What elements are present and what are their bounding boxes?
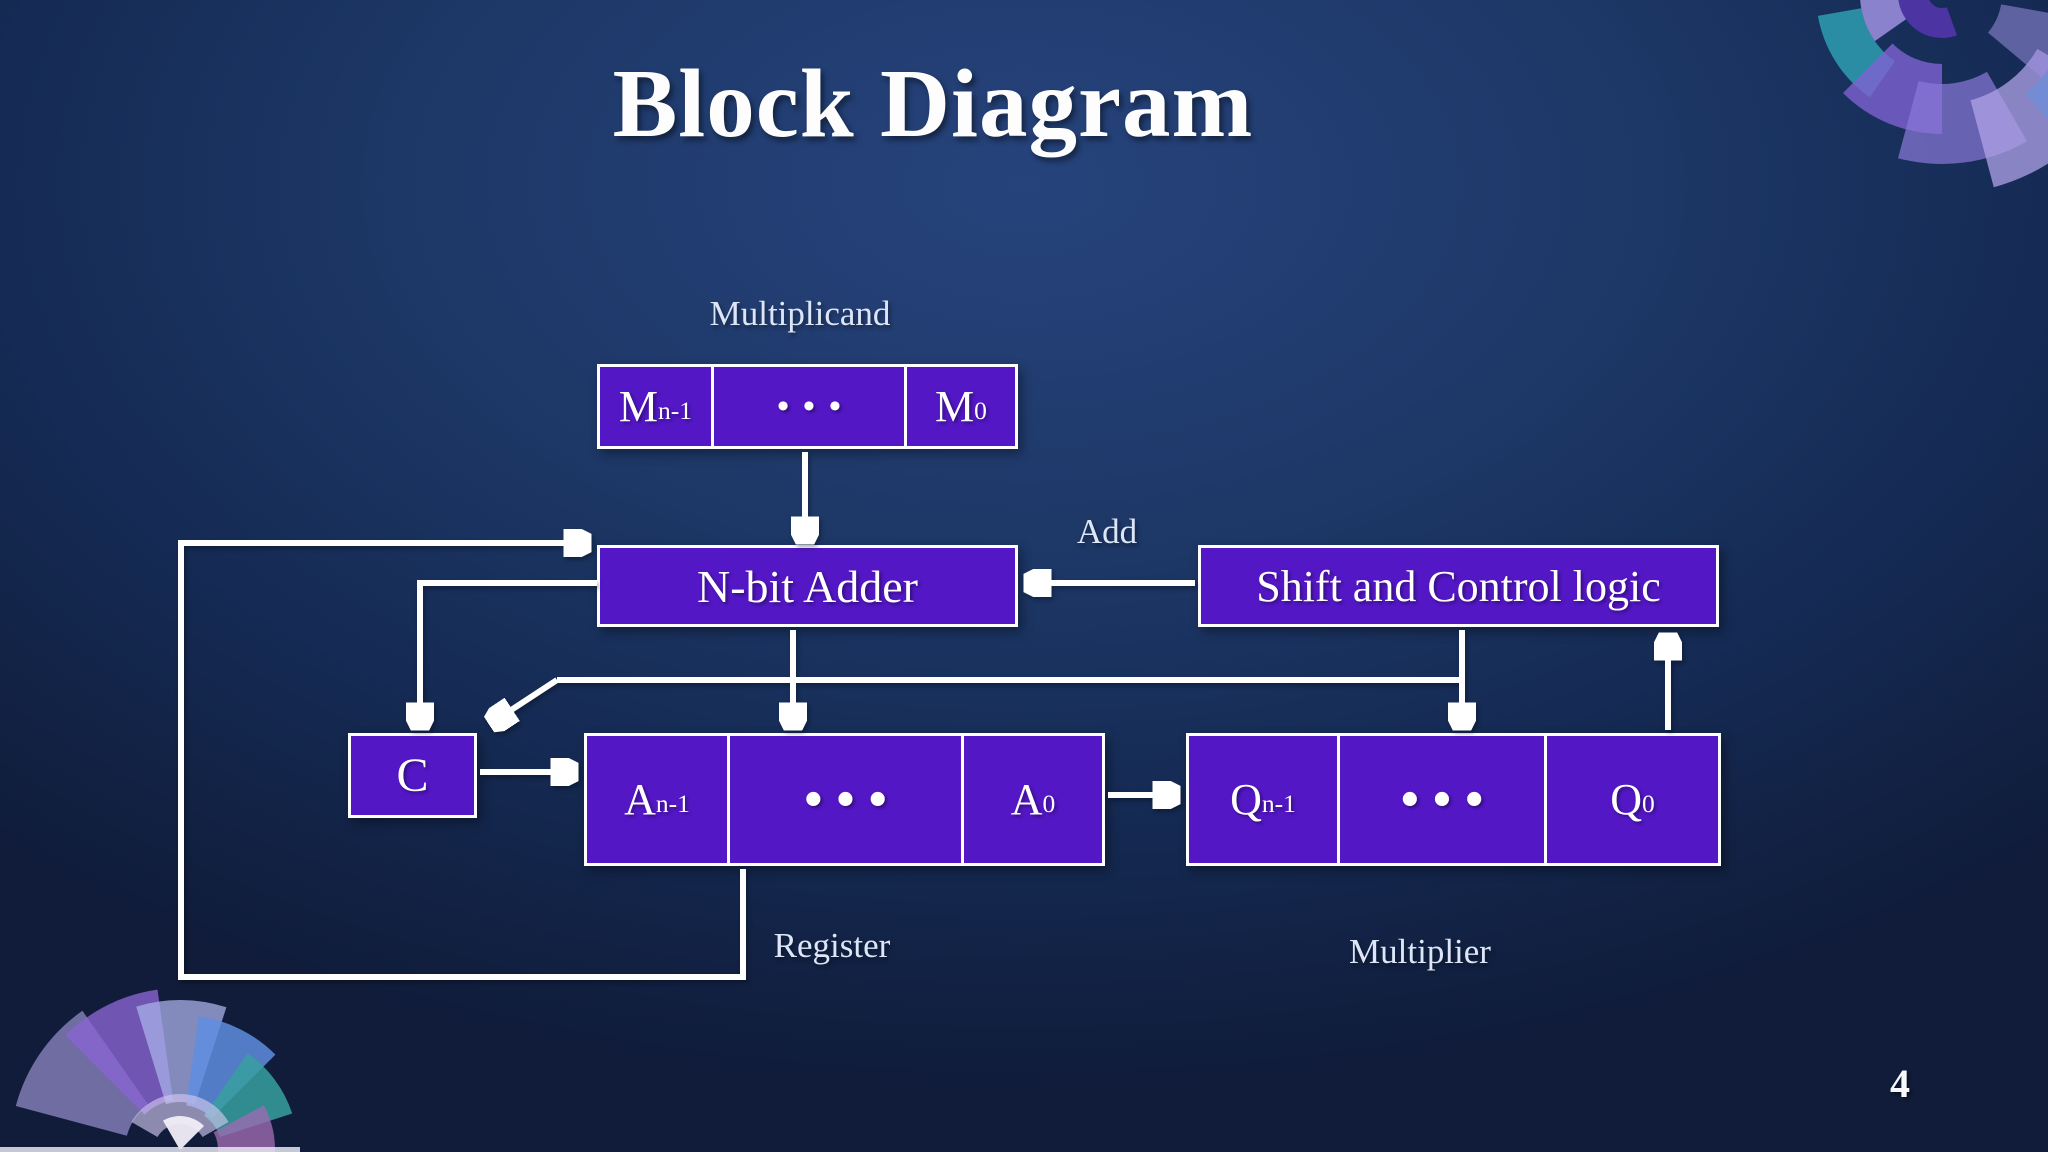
cell-label: M [935, 382, 975, 431]
cell-subscript: n-1 [658, 396, 693, 426]
multiplier-cell-dots: ••• [1337, 736, 1544, 863]
carry-box: C [348, 733, 477, 818]
label-multiplicand: Multiplicand [709, 294, 891, 333]
arrow-bus-to-carry [496, 677, 559, 720]
corner-swirl-bottom-left-icon [0, 989, 300, 1152]
arrow-adder-to-carry [420, 580, 597, 722]
cell-label: Q [1610, 775, 1642, 824]
accumulator-cell-dots: ••• [727, 736, 961, 863]
cell-label: A [1010, 775, 1043, 824]
cell-subscript: n-1 [655, 789, 690, 819]
shift-control-logic-box: Shift and Control logic [1198, 545, 1719, 627]
cell-label: A [624, 775, 656, 824]
cell-subscript: 0 [974, 396, 987, 426]
multiplicand-cell-dots: ••• [711, 367, 904, 446]
cell-label: Q [1230, 775, 1262, 824]
cell-subscript: n-1 [1261, 789, 1296, 819]
label-multiplier: Multiplier [1349, 932, 1491, 971]
label-add: Add [1076, 512, 1138, 551]
page-title: Block Diagram [612, 50, 1254, 157]
n-bit-adder-box: N-bit Adder [597, 545, 1018, 627]
label-register: Register [773, 926, 891, 965]
corner-swirl-top-right-icon [1817, 0, 2048, 188]
cell-subscript: 0 [1642, 789, 1655, 819]
cell-label: M [618, 382, 659, 431]
page-number: 4 [1890, 1061, 1910, 1106]
cell-subscript: 0 [1042, 789, 1056, 819]
